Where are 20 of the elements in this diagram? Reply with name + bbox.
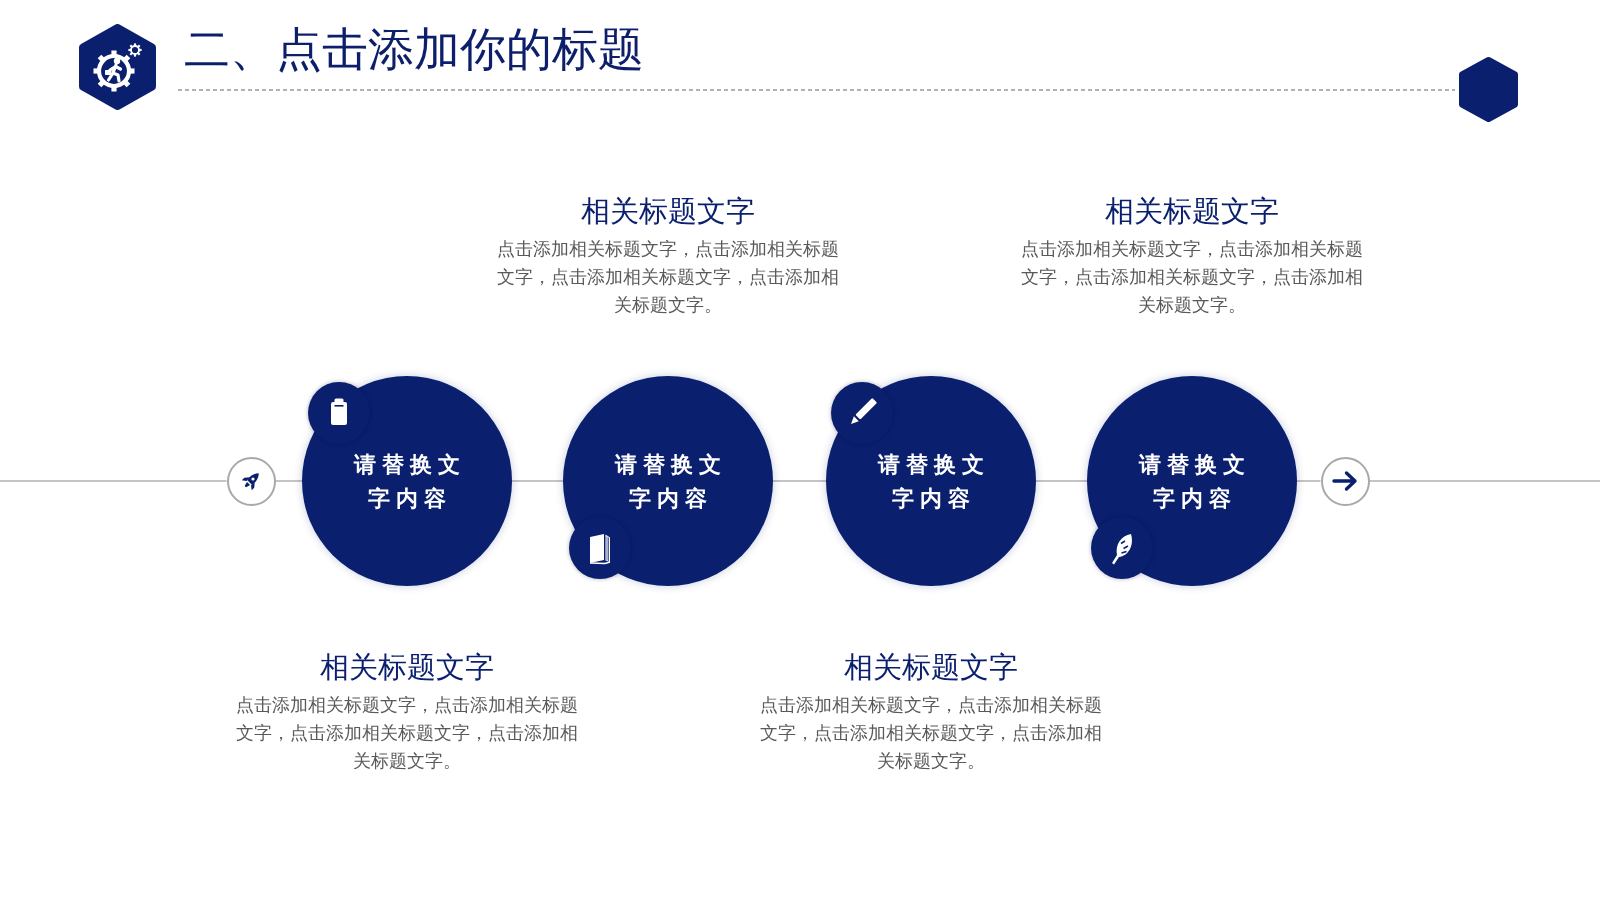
item-description: 点击添加相关标题文字，点击添加相关标题文字，点击添加相关标题文字，点击添加相关标题文字。 — [235, 693, 579, 773]
connector-line — [1368, 480, 1600, 482]
connector-line — [1296, 480, 1322, 482]
item-heading: 相关标题文字 — [844, 649, 1018, 685]
step-label: 请替换文字内容 — [876, 450, 991, 513]
item-heading: 相关标题文字 — [320, 649, 494, 685]
connector-line — [274, 480, 303, 482]
item-heading: 相关标题文字 — [1105, 193, 1279, 229]
item-description: 点击添加相关标题文字，点击添加相关标题文字，点击添加相关标题文字，点击添加相关标题文字。 — [496, 237, 840, 317]
item-description: 点击添加相关标题文字，点击添加相关标题文字，点击添加相关标题文字，点击添加相关标题文字。 — [759, 693, 1103, 773]
page-title: 二、点击添加你的标题 — [184, 21, 644, 77]
step-label: 请替换文字内容 — [613, 450, 728, 513]
step-label: 请替换文字内容 — [352, 450, 467, 513]
step-label: 请替换文字内容 — [1137, 450, 1252, 513]
item-heading: 相关标题文字 — [581, 193, 755, 229]
connector-line — [511, 480, 564, 482]
connector-line — [772, 480, 827, 482]
item-description: 点击添加相关标题文字，点击添加相关标题文字，点击添加相关标题文字，点击添加相关标题文字。 — [1020, 237, 1364, 317]
connector-line — [1035, 480, 1088, 482]
connector-line — [0, 480, 228, 482]
